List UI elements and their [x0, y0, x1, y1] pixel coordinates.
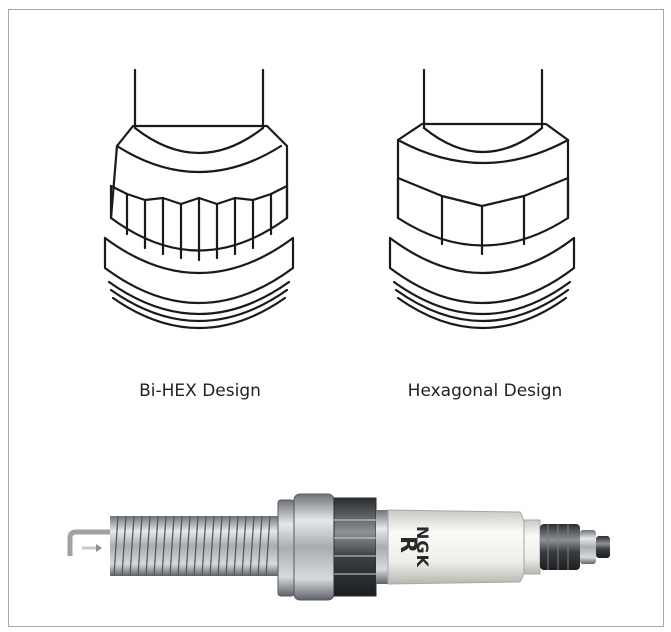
hexagonal-design-caption: Hexagonal Design: [407, 381, 563, 401]
spark-plug-illustration: NGK R: [62, 486, 622, 608]
bihex-design-illustration: [95, 68, 305, 340]
ngk-r-mark: R: [395, 536, 420, 553]
hexagonal-design-illustration: [382, 68, 582, 340]
bihex-design-caption: Bi-HEX Design: [139, 381, 261, 401]
figure-frame: [8, 9, 664, 627]
